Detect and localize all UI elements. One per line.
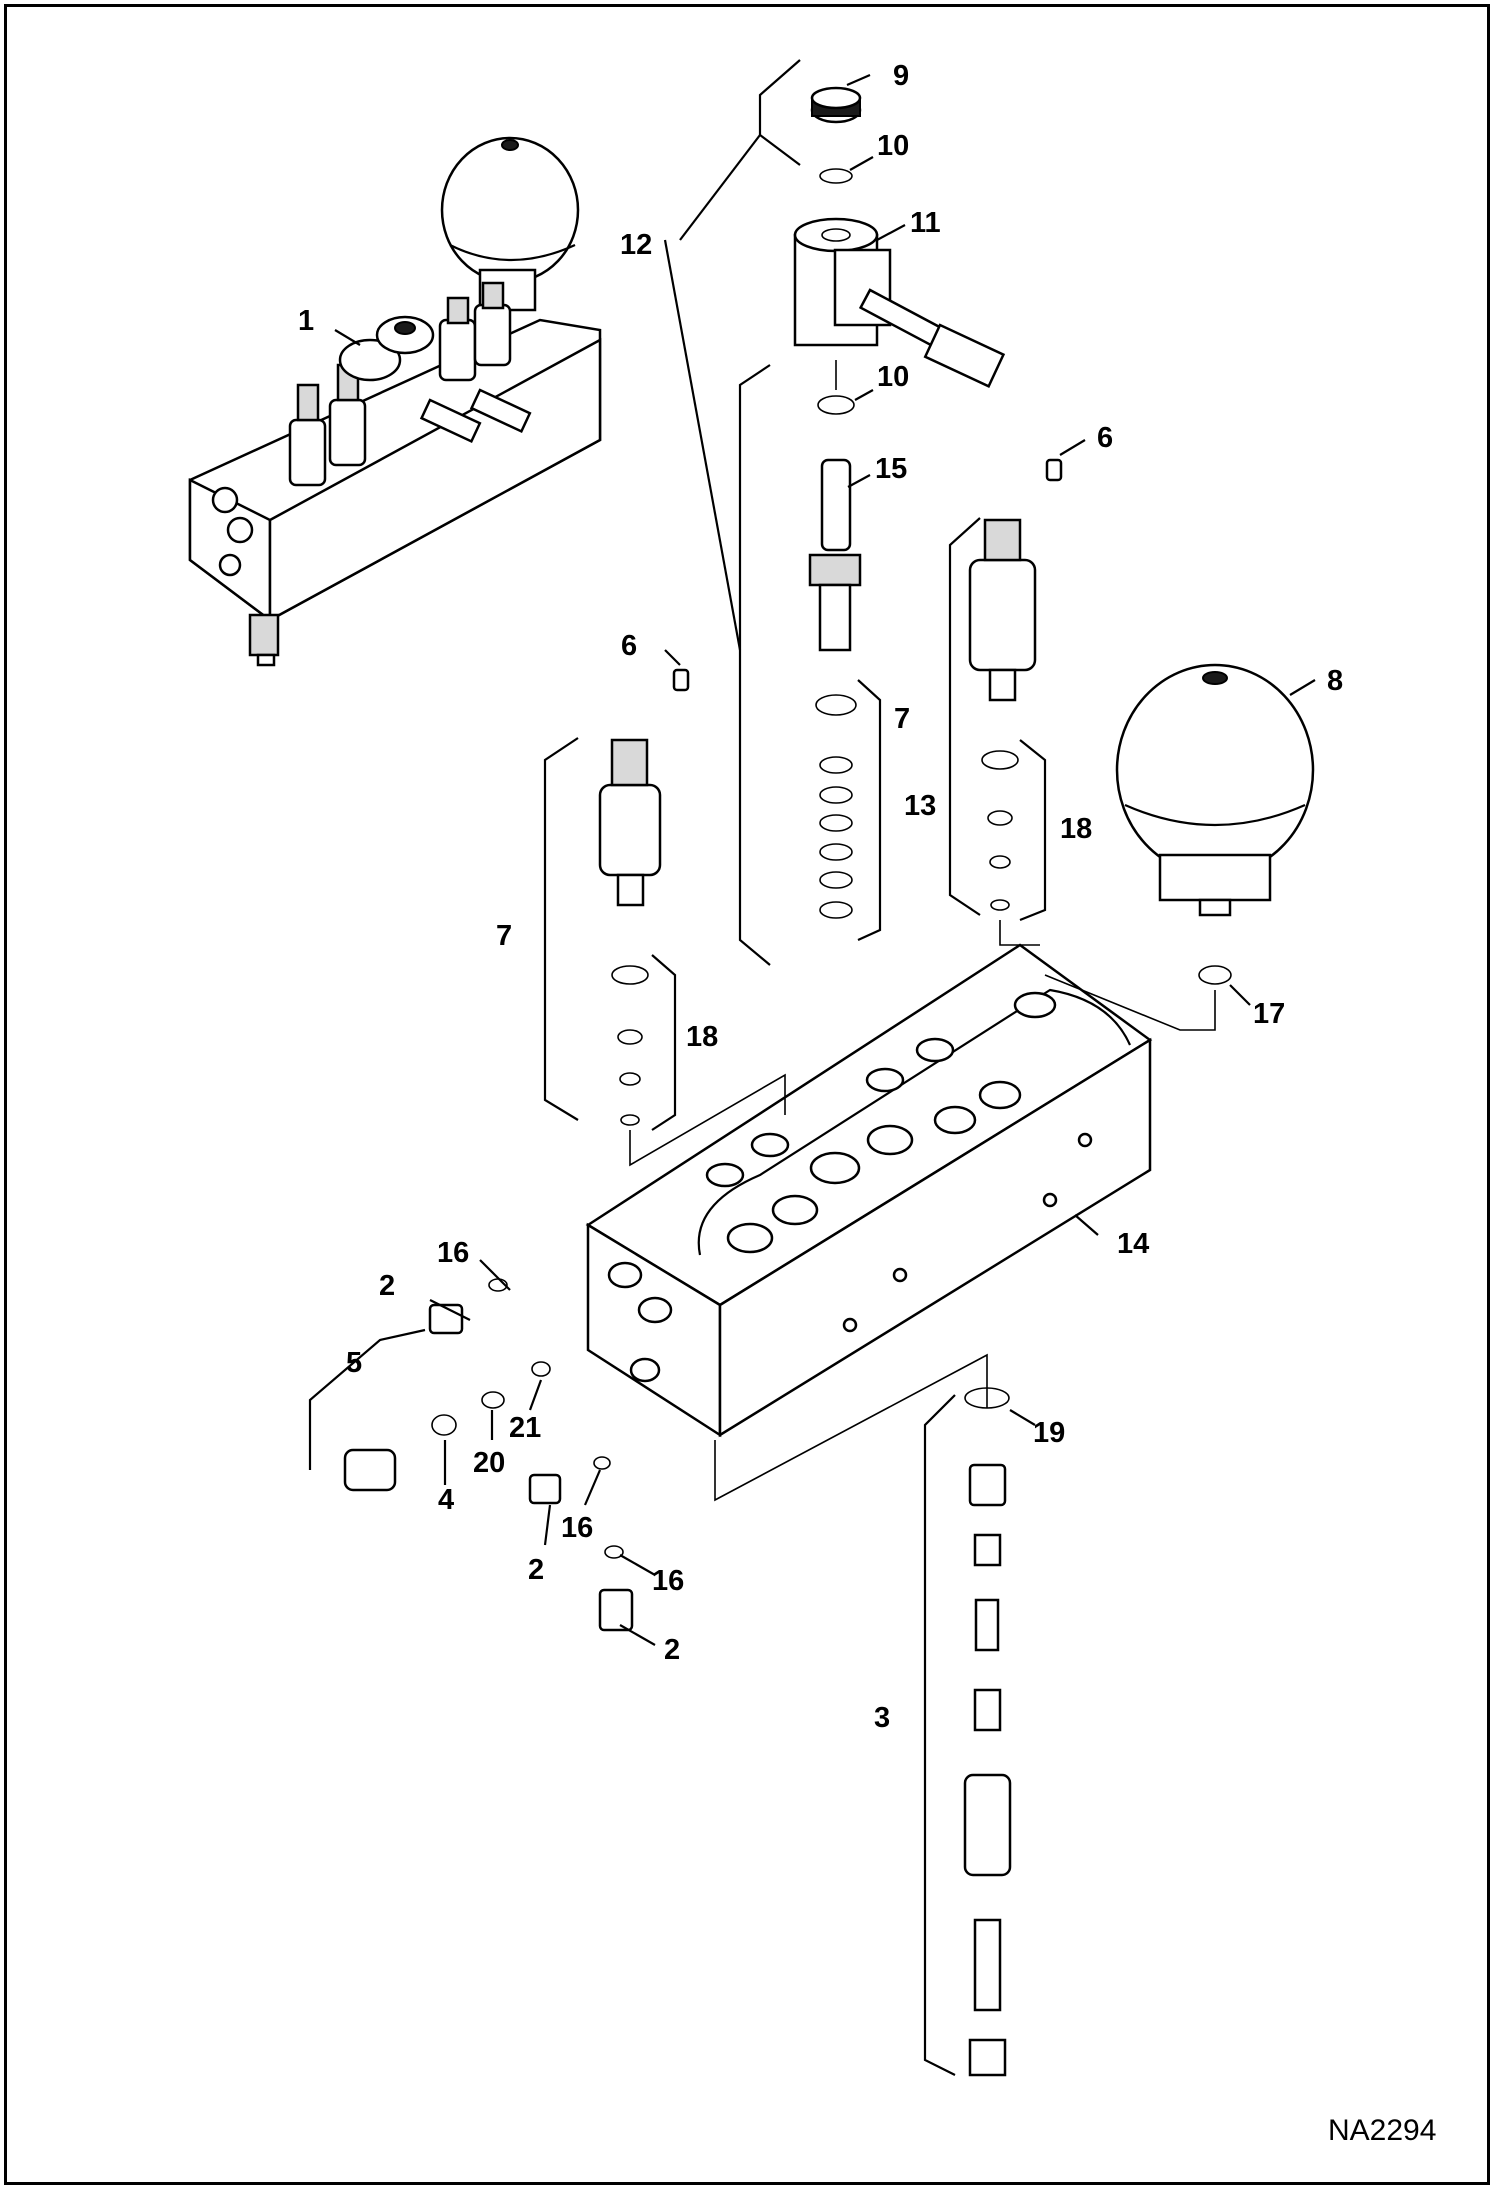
callout-7-right: 7 <box>894 703 910 735</box>
callout-21: 21 <box>509 1412 541 1444</box>
left-sensor-assembly <box>598 668 690 1126</box>
callouts: 1 9 10 11 12 10 15 6 6 8 7 13 18 7 17 18… <box>298 60 1343 1734</box>
callout-11: 11 <box>910 207 941 239</box>
leader-lines <box>308 59 1316 2076</box>
callout-12: 12 <box>620 229 652 261</box>
callout-1: 1 <box>298 305 314 337</box>
callout-4: 4 <box>438 1484 454 1516</box>
callout-16-middle: 16 <box>561 1512 593 1544</box>
callout-10-lower: 10 <box>877 361 909 393</box>
callout-14: 14 <box>1117 1228 1149 1260</box>
document-id: NA2294 <box>1328 2114 1436 2147</box>
accumulator <box>1115 663 1315 985</box>
callout-6-left: 6 <box>621 630 637 662</box>
callout-15: 15 <box>875 453 907 485</box>
right-sensor-assembly <box>968 458 1063 911</box>
manifold-block <box>585 943 1153 1438</box>
callout-2-middle: 2 <box>528 1554 544 1586</box>
callout-18-left: 18 <box>686 1021 718 1053</box>
callout-6-right: 6 <box>1097 422 1113 454</box>
callout-18-right: 18 <box>1060 813 1092 845</box>
o-ring-stack <box>815 694 857 919</box>
callout-20: 20 <box>473 1447 505 1479</box>
pressure-switch-assembly <box>963 1387 1012 2077</box>
callout-17: 17 <box>1253 998 1285 1030</box>
solenoid-coil-stack <box>793 86 1006 652</box>
callout-7-left: 7 <box>496 920 512 952</box>
callout-10-upper: 10 <box>877 130 909 162</box>
callout-2-lower: 2 <box>664 1634 680 1666</box>
callout-9: 9 <box>893 60 909 92</box>
callout-8: 8 <box>1327 665 1343 697</box>
plugs-and-fittings <box>343 1278 634 1632</box>
callout-19: 19 <box>1033 1417 1065 1449</box>
callout-13: 13 <box>904 790 936 822</box>
callout-2-upper: 2 <box>379 1270 395 1302</box>
callout-16-upper: 16 <box>437 1237 469 1269</box>
callout-3: 3 <box>874 1702 890 1734</box>
callout-5: 5 <box>346 1347 362 1379</box>
callout-16-lower: 16 <box>652 1565 684 1597</box>
page-border <box>4 4 1490 2185</box>
assembled-manifold <box>188 136 602 667</box>
